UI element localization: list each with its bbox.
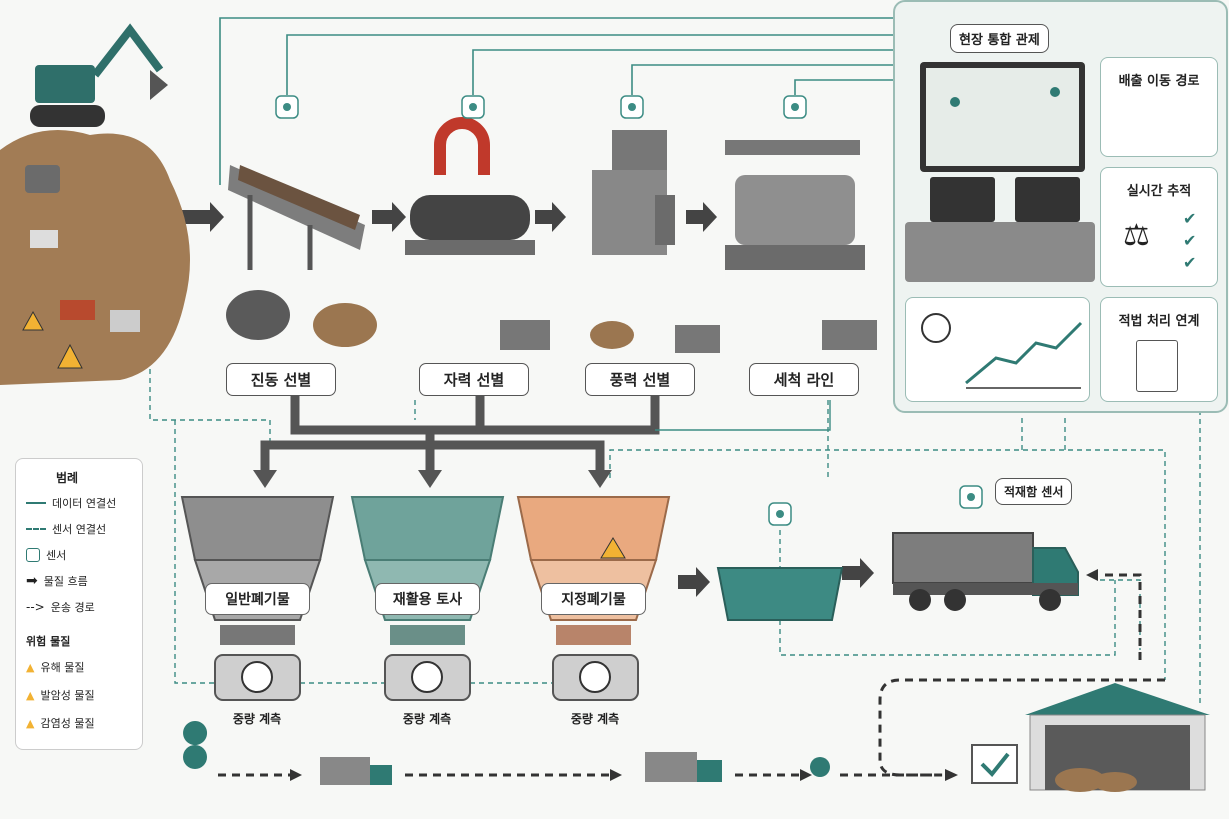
flow-arrowheads (253, 470, 612, 488)
sensor-link-icon (26, 528, 46, 530)
map-monitor (920, 62, 1085, 172)
chart-card (905, 297, 1090, 402)
hazard-icon: ▲ (26, 716, 35, 730)
sensor-dots (283, 103, 975, 518)
bin-label-recycled: 재활용 토사 (375, 583, 480, 615)
legend-row-hazard-3: ▲ 감염성 물질 (26, 716, 95, 731)
legend-panel: 범례 데이터 연결선 센서 연결선 센서 ➡ 물질 흐름 --> 운송 경로 위… (15, 458, 143, 750)
map-pin-icon (1050, 87, 1060, 97)
document-check-icon (1136, 340, 1178, 392)
data-link-icon (26, 502, 46, 504)
scale-balance-icon: ⚖ (1123, 218, 1150, 253)
legend-row-hazard-2: ▲ 발암성 물질 (26, 688, 95, 703)
control-room-panel: 현장 통합 관제 배출 이동 경로 실시간 추적 ⚖ ✔✔✔ 적법 처리 연계 (893, 0, 1228, 413)
vibration-screen-machine (226, 165, 377, 347)
excavator-icon (30, 23, 168, 127)
legend-row-data-link: 데이터 연결선 (26, 495, 116, 511)
warehouse-icon (1025, 683, 1210, 792)
route-arrowheads (290, 569, 1098, 781)
bin-general (180, 496, 335, 645)
scale-caption-3: 중량 계측 (570, 712, 620, 726)
bin-sensor-tag: 적재함 센서 (995, 478, 1073, 505)
stage-arrows (182, 202, 874, 597)
dump-truck-icon (892, 532, 1079, 611)
bin-label-designated: 지정폐기물 (541, 583, 646, 615)
magnetic-separator-machine (405, 117, 550, 350)
clock-icon (921, 313, 951, 343)
monitor-right (1015, 177, 1080, 222)
bin-designated-waste (516, 496, 671, 645)
monitor-left (930, 177, 995, 222)
stage-label-magnetic: 자력 선별 (419, 363, 529, 396)
compliance-card: 적법 처리 연계 (1100, 297, 1218, 402)
wash-data-link (655, 400, 831, 431)
dashed-arrow-icon: --> (26, 600, 45, 614)
arrow-right-icon: ➡ (26, 573, 38, 589)
scale-dials (241, 661, 611, 693)
route-trucks (320, 752, 722, 785)
stage-label-vibration: 진동 선별 (226, 363, 336, 396)
legend-row-transport: --> 운송 경로 (26, 600, 95, 614)
hazard-icon: ▲ (26, 660, 35, 674)
checklist-icon: ✔✔✔ (1183, 209, 1197, 272)
legend-row-material-flow: ➡ 물질 흐름 (26, 573, 88, 589)
hazard-icon: ▲ (26, 688, 35, 702)
data-connection-lines (219, 17, 895, 185)
legend-row-sensor: 센서 (26, 547, 66, 563)
approved-check-icon (971, 744, 1018, 784)
scale-caption-1: 중량 계측 (232, 712, 282, 726)
waste-pile-illustration (0, 23, 190, 385)
legend-row-sensor-link: 센서 연결선 (26, 521, 106, 537)
bin-recycled-soil (350, 496, 505, 645)
scale-caption-2: 중량 계측 (402, 712, 452, 726)
map-pin-icon (950, 97, 960, 107)
control-desk (905, 222, 1095, 282)
stage-label-wind: 풍력 선별 (585, 363, 695, 396)
washing-line-machine (725, 140, 877, 350)
route-card-title: 배출 이동 경로 (1118, 74, 1200, 89)
soil-container (716, 567, 844, 621)
tracking-card: 실시간 추적 ⚖ ✔✔✔ (1100, 167, 1218, 287)
stage-label-wash: 세척 라인 (749, 363, 859, 396)
compliance-card-title: 적법 처리 연계 (1118, 314, 1200, 329)
hazard-title: 위험 물질 (26, 635, 71, 648)
legend-row-hazard-1: ▲ 유해 물질 (26, 660, 85, 675)
tracking-card-title: 실시간 추적 (1126, 184, 1192, 199)
legend-title: 범례 (56, 471, 79, 485)
route-pins (183, 721, 830, 777)
sensor-icon (26, 548, 40, 562)
transport-route (218, 573, 1165, 777)
bin-label-general: 일반폐기물 (205, 583, 310, 615)
control-room-title: 현장 통합 관제 (950, 24, 1049, 53)
material-flow-pipes (260, 390, 660, 475)
wind-separator-machine (590, 130, 720, 353)
route-card: 배출 이동 경로 (1100, 57, 1218, 157)
sensor-connection-lines (149, 360, 1201, 705)
